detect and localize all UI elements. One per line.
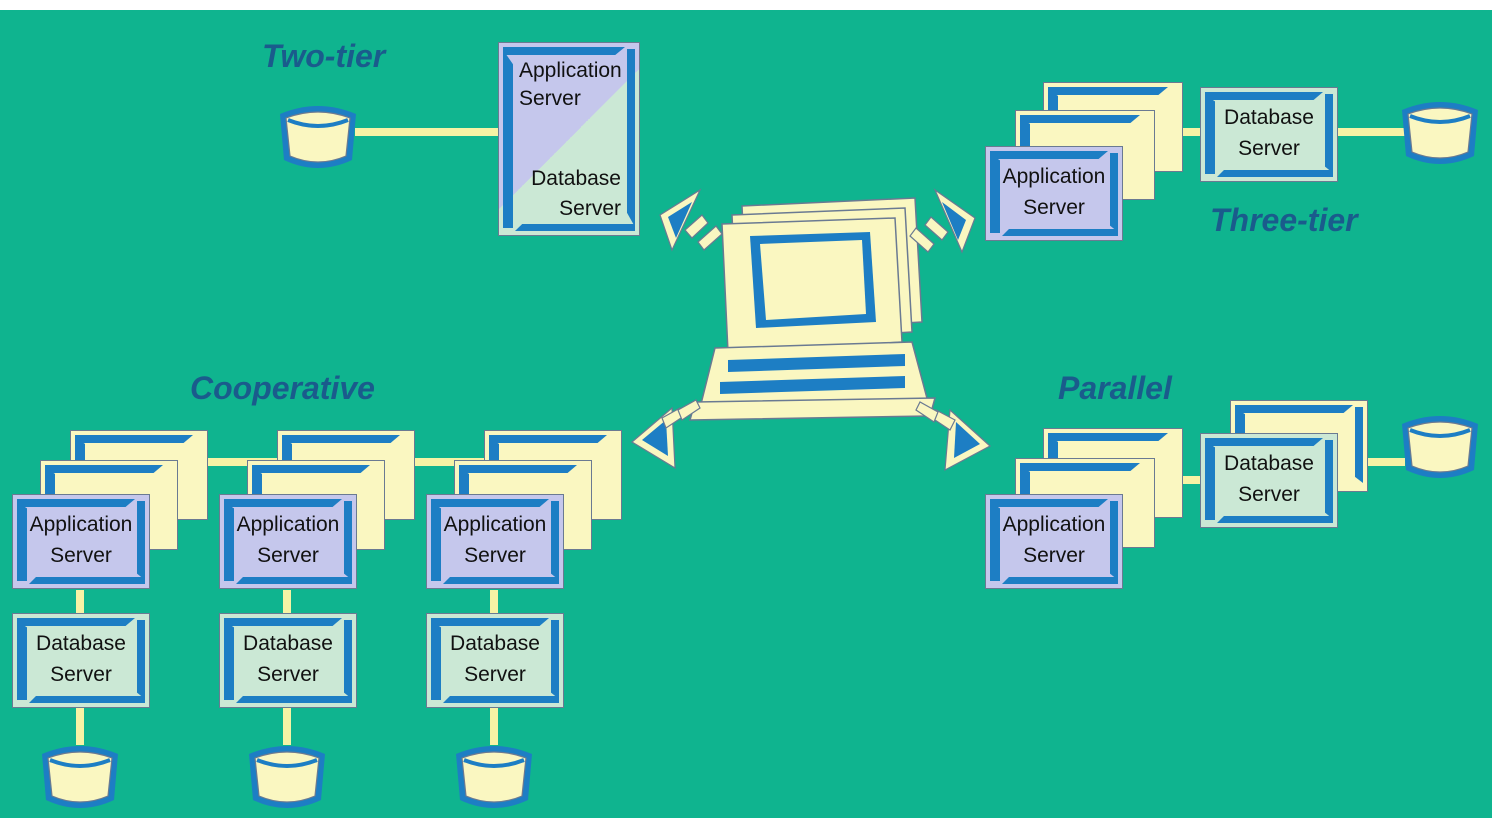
coop-1-app-label-line2: Server bbox=[50, 544, 112, 567]
parallel-db-label-line2: Server bbox=[1238, 483, 1300, 506]
coop-1-app-server-card: Application Server bbox=[12, 494, 150, 589]
coop-2-db-label-line1: Database bbox=[243, 632, 333, 655]
coop-3-db-server-card: Database Server bbox=[426, 613, 564, 708]
coop-column-2-app-stack: Application Server bbox=[219, 430, 419, 600]
parallel-app-label-line2: Server bbox=[1023, 544, 1085, 567]
parallel-app-server-card: Application Server bbox=[985, 494, 1123, 589]
two-tier-db-label-line1: Database bbox=[531, 167, 621, 190]
coop-2-app-server-card: Application Server bbox=[219, 494, 357, 589]
coop-3-app-label-line2: Server bbox=[464, 544, 526, 567]
coop-column-1-app-stack: Application Server bbox=[12, 430, 212, 600]
heading-parallel: Parallel bbox=[1058, 370, 1172, 406]
coop-1-app-label-line1: Application bbox=[29, 513, 133, 536]
parallel-app-server-stack: Application Server bbox=[985, 428, 1195, 598]
three-tier-db-label-line1: Database bbox=[1224, 106, 1314, 129]
diagram-canvas: Two-tier Three-tier Cooperative Parallel… bbox=[0, 10, 1492, 818]
coop-2-app-label-line2: Server bbox=[257, 544, 319, 567]
parallel-db-server-card: Database Server bbox=[1200, 433, 1338, 528]
three-tier-app-server-card: Application Server bbox=[985, 146, 1123, 241]
two-tier-combined-server-card: Application Server Database Server bbox=[498, 42, 640, 236]
coop-1-db-label-line1: Database bbox=[36, 632, 126, 655]
parallel-db-server-stack: Database Server bbox=[1200, 400, 1380, 540]
three-tier-db-label-line2: Server bbox=[1238, 137, 1300, 160]
coop-2-db-label-line2: Server bbox=[257, 663, 319, 686]
coop-column-3-app-stack: Application Server bbox=[426, 430, 626, 600]
three-tier-app-label-line1: Application bbox=[1002, 165, 1106, 188]
coop-2-app-label-line1: Application bbox=[236, 513, 340, 536]
three-tier-app-label-line2: Server bbox=[1023, 196, 1085, 219]
three-tier-db-server-card: Database Server bbox=[1200, 87, 1338, 182]
coop-3-db-label-line1: Database bbox=[450, 632, 540, 655]
coop-1-db-server-card: Database Server bbox=[12, 613, 150, 708]
heading-cooperative: Cooperative bbox=[190, 370, 375, 406]
coop-3-app-label-line1: Application bbox=[443, 513, 547, 536]
coop-3-db-label-line2: Server bbox=[464, 663, 526, 686]
parallel-app-label-line1: Application bbox=[1002, 513, 1106, 536]
coop-2-db-server-card: Database Server bbox=[219, 613, 357, 708]
coop-3-app-server-card: Application Server bbox=[426, 494, 564, 589]
two-tier-app-label-line2: Server bbox=[519, 87, 581, 110]
coop-1-db-label-line2: Server bbox=[50, 663, 112, 686]
parallel-db-label-line1: Database bbox=[1224, 452, 1314, 475]
two-tier-app-label-line1: Application bbox=[519, 59, 622, 82]
three-tier-app-server-stack: Application Server bbox=[985, 82, 1195, 252]
heading-two-tier: Two-tier bbox=[262, 38, 386, 74]
heading-three-tier: Three-tier bbox=[1210, 202, 1358, 238]
two-tier-db-label-line2: Server bbox=[559, 197, 621, 220]
